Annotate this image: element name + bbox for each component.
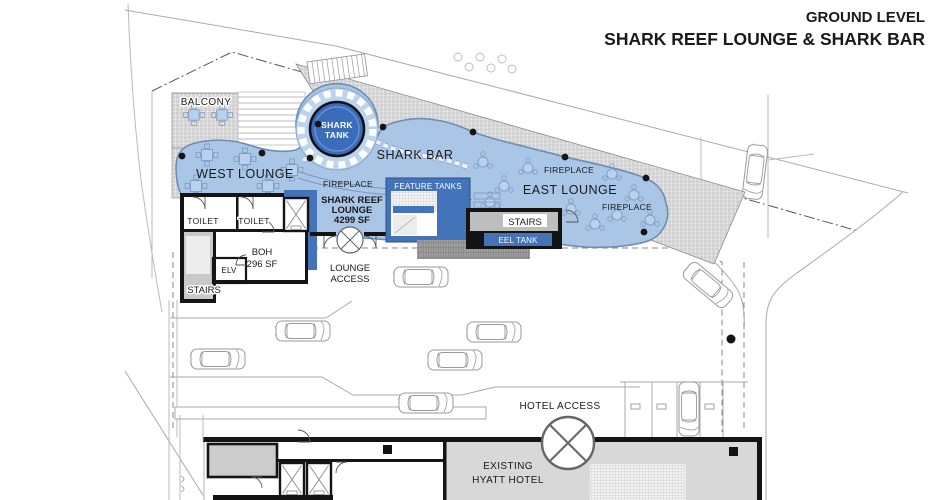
label-fireplace-west: FIREPLACE (323, 179, 373, 189)
label-shark-reef-3: 4299 SF (334, 215, 370, 226)
deck-tables (453, 52, 517, 74)
existing-hotel (179, 415, 762, 500)
label-stairs-east: STAIRS (508, 217, 542, 228)
label-shark-reef-2: LOUNGE (332, 205, 373, 216)
label-fireplace-east: FIREPLACE (602, 202, 652, 212)
label-feature-tanks: FEATURE TANKS (394, 182, 462, 191)
label-elv: ELV (221, 266, 237, 275)
title-level: GROUND LEVEL (806, 9, 925, 26)
label-fireplace-north: FIREPLACE (544, 165, 594, 175)
stair-strip (306, 53, 369, 85)
revolving-door-icon (336, 226, 364, 254)
label-lounge-access-2: ACCESS (330, 274, 369, 285)
lounge-elevator (282, 196, 310, 233)
label-existing-2: HYATT HOTEL (472, 475, 544, 486)
title-name: SHARK REEF LOUNGE & SHARK BAR (604, 29, 925, 49)
label-toilet-1: TOILET (187, 216, 218, 226)
label-shark-tank-1: SHARK (321, 120, 353, 130)
shark-tank (295, 87, 379, 171)
label-hotel-access: HOTEL ACCESS (519, 401, 600, 412)
label-stairs-west: STAIRS (187, 285, 221, 296)
label-balcony: BALCONY (181, 97, 232, 108)
column-dot (726, 334, 736, 344)
roof-louvers (237, 91, 306, 146)
label-shark-reef-1: SHARK REEF (321, 195, 383, 206)
label-lounge-access-1: LOUNGE (330, 263, 370, 274)
stairs-eel-block (466, 208, 579, 249)
boh-block (180, 190, 317, 303)
label-toilet-2: TOILET (238, 216, 269, 226)
label-existing-1: EXISTING (483, 461, 533, 472)
parking-stalls (620, 334, 748, 437)
label-west-lounge: WEST LOUNGE (196, 167, 294, 181)
label-shark-tank-2: TANK (325, 130, 350, 140)
label-shark-bar: SHARK BAR (377, 148, 454, 162)
hotel-revolving-door-icon (540, 415, 596, 471)
hotel-elevator-2 (305, 461, 333, 498)
label-boh-sf: 296 SF (247, 259, 278, 270)
feature-tanks (385, 177, 471, 243)
structural-columns (178, 120, 650, 236)
label-east-lounge: EAST LOUNGE (523, 183, 617, 197)
label-boh: BOH (252, 247, 273, 258)
lounge-access (310, 226, 390, 254)
label-eel-tank: EEL TANK (498, 236, 538, 245)
hotel-elevator-1 (278, 461, 306, 498)
